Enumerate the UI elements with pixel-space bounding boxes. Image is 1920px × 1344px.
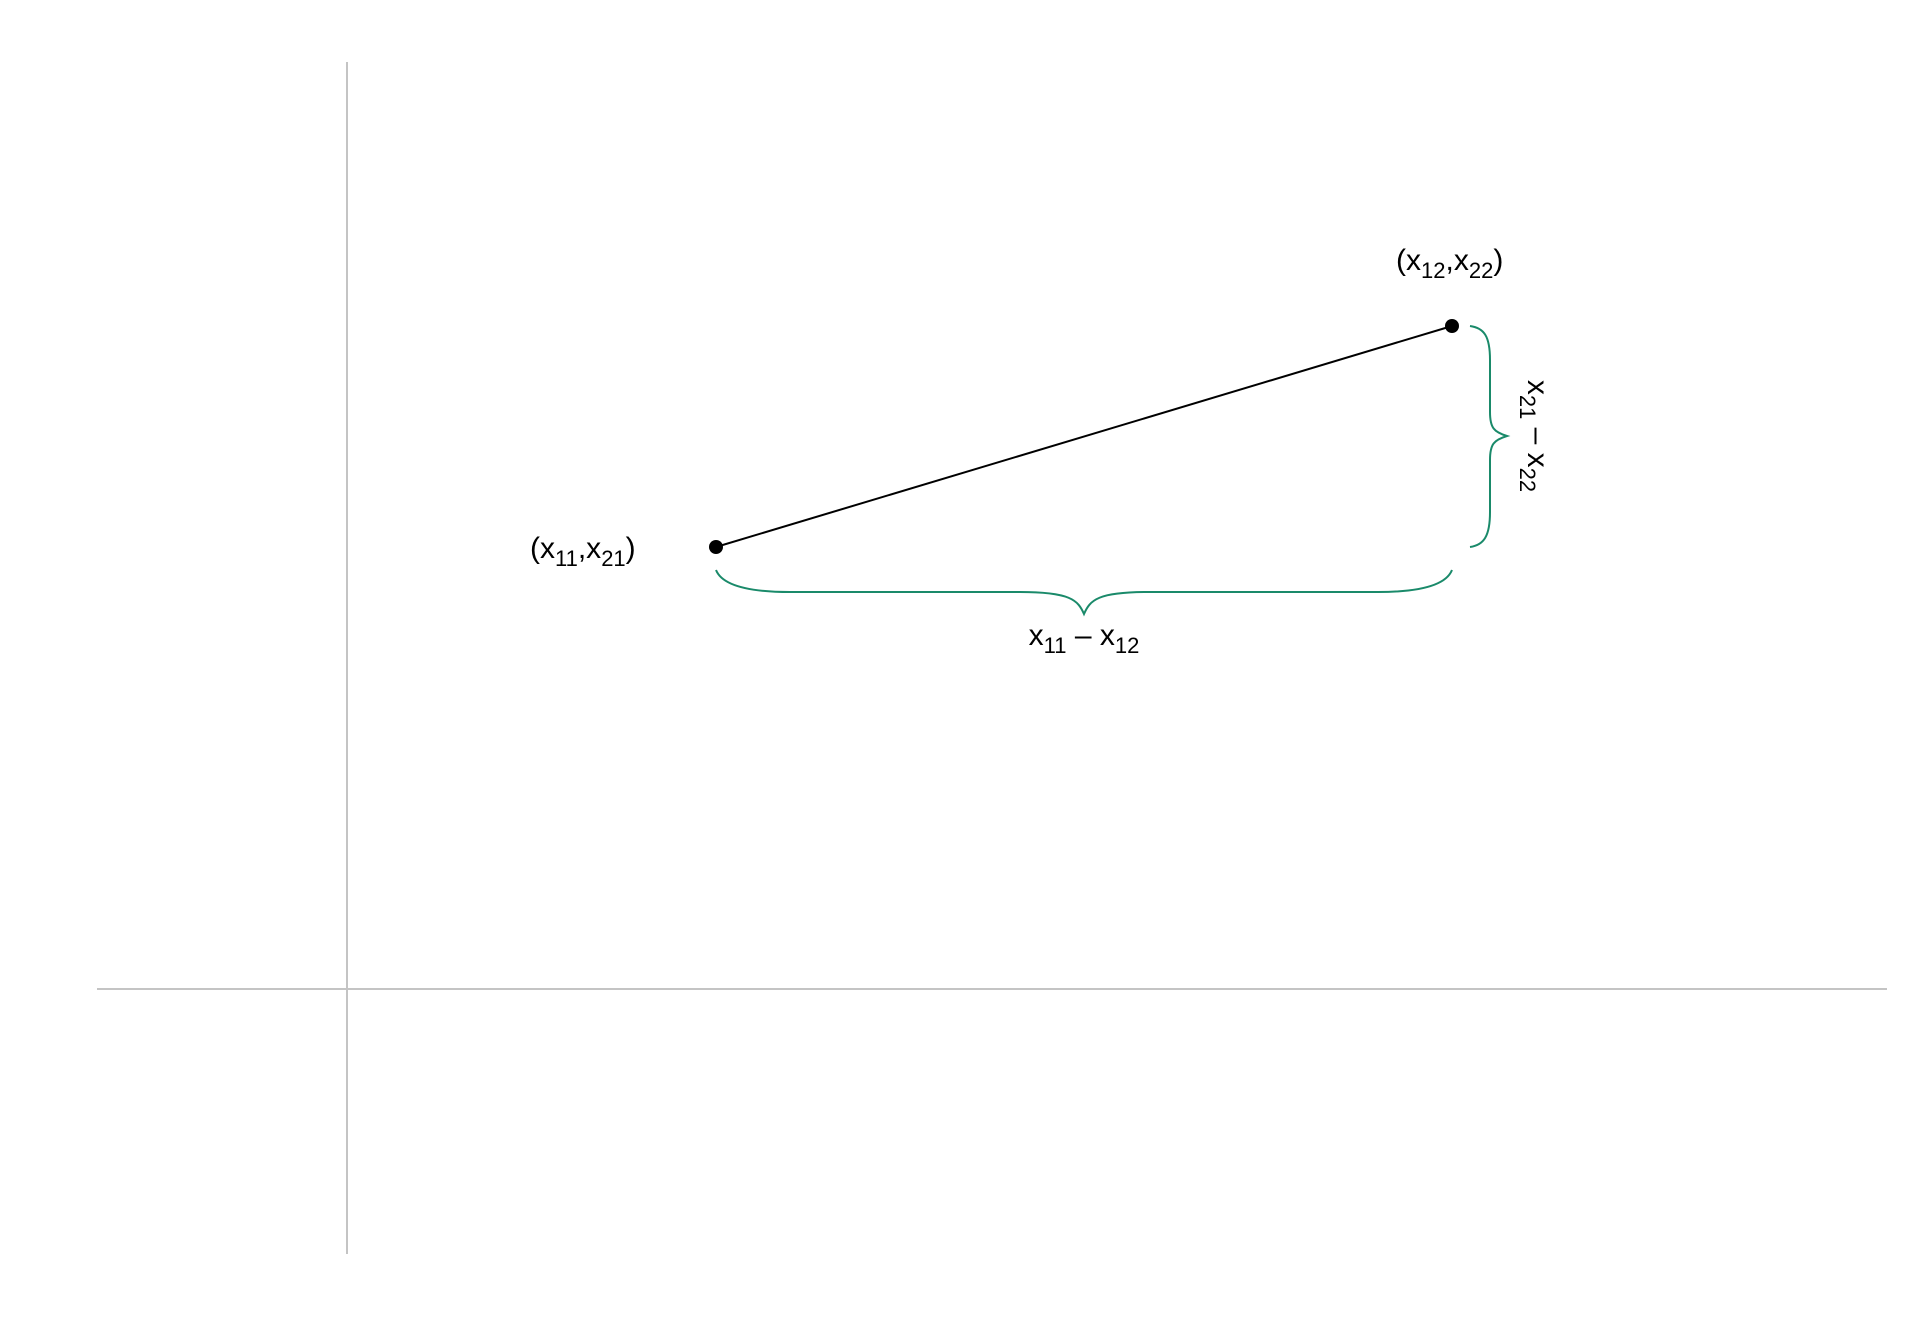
point-1-close: ) — [626, 532, 636, 565]
vertical-diff-b-sub: 22 — [1515, 468, 1540, 492]
point-2-comma: ,x — [1445, 244, 1468, 277]
horizontal-diff-a-sub: 11 — [1044, 633, 1067, 658]
point-1-sub-2: 21 — [601, 546, 625, 571]
horizontal-diff-b-sub: 12 — [1115, 633, 1139, 658]
point-1-sub-1: 11 — [555, 546, 578, 571]
horizontal-diff-minus: – x — [1067, 619, 1115, 652]
vertical-diff-a: x — [1521, 380, 1554, 395]
connecting-segment — [715, 325, 1453, 548]
point-2-open: (x — [1396, 244, 1421, 277]
horizontal-difference-label: x11 – x12 — [1029, 619, 1140, 658]
horizontal-diff-a: x — [1029, 619, 1044, 652]
point-2-sub-1: 12 — [1421, 258, 1445, 283]
vertical-difference-label: x21 – x22 — [1515, 380, 1554, 492]
vertical-diff-minus: – x — [1521, 419, 1554, 467]
horizontal-brace — [715, 569, 1453, 617]
point-1 — [709, 540, 723, 554]
point-1-label: (x11,x21) — [530, 532, 636, 571]
point-2-sub-2: 22 — [1469, 258, 1493, 283]
point-1-comma: ,x — [578, 532, 601, 565]
vertical-brace — [1469, 325, 1511, 548]
vertical-diff-a-sub: 21 — [1515, 395, 1540, 419]
point-2-label: (x12,x22) — [1396, 244, 1503, 283]
point-2 — [1445, 319, 1459, 333]
point-2-close: ) — [1493, 244, 1503, 277]
point-1-open: (x — [530, 532, 555, 565]
